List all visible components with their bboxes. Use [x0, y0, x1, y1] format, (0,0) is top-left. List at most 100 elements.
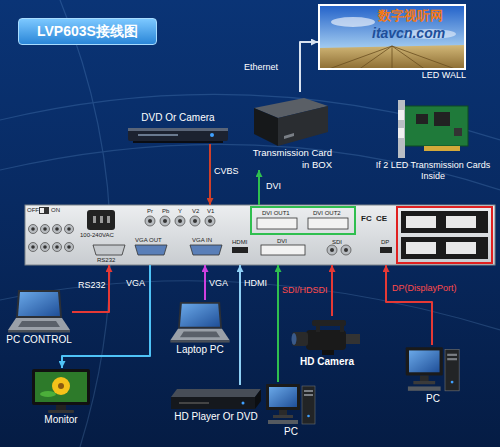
- picture-part: [40, 208, 44, 213]
- device-label: Laptop PC: [168, 344, 232, 356]
- picture-part: [55, 227, 59, 231]
- signal-label: DP(DisplayPort): [392, 283, 457, 294]
- picture-part: [306, 330, 346, 350]
- picture-part: [292, 333, 297, 345]
- device-label: PC: [266, 426, 316, 438]
- transmission-box-picture: [254, 98, 328, 146]
- picture-part: [292, 332, 308, 346]
- picture-slot: [30, 368, 92, 414]
- picture-part: [322, 350, 334, 355]
- port-label: SDI: [332, 239, 342, 246]
- picture-part: [190, 245, 222, 255]
- picture-part: [31, 227, 35, 231]
- device-label: HD Camera: [292, 356, 362, 368]
- picture-part: [32, 369, 90, 405]
- picture-part: [31, 245, 35, 249]
- dvd-player: DVD Or Camera: [128, 112, 228, 144]
- picture-part: [398, 100, 405, 158]
- picture-part: [93, 216, 96, 223]
- connector: [386, 265, 432, 345]
- picture-part: [65, 243, 74, 252]
- device-label: PC: [405, 393, 461, 405]
- picture-part: [341, 245, 351, 255]
- connector: [204, 265, 206, 300]
- picture-part: [40, 391, 56, 397]
- title-tab: LVP603S接线图: [18, 18, 157, 45]
- picture-part: [398, 110, 404, 120]
- pc-picture: [406, 347, 459, 391]
- picture-part: [424, 146, 460, 151]
- picture-part: [454, 128, 462, 136]
- picture-part: [397, 207, 492, 263]
- player-picture: [171, 389, 261, 409]
- device-label: Transmission Card in BOX: [250, 147, 332, 170]
- laptop-picture: [170, 302, 229, 343]
- device-label: DVD Or Camera: [128, 112, 228, 124]
- picture-slot: [171, 385, 261, 411]
- picture-part: [326, 46, 458, 70]
- signal-label: RS232: [78, 280, 106, 291]
- signal-label: CVBS: [214, 166, 239, 177]
- port-label: Y: [178, 208, 182, 215]
- picture-part: [193, 219, 197, 223]
- picture-part: [163, 219, 167, 223]
- picture-part: [67, 245, 71, 249]
- signal-label: VGA: [126, 278, 145, 289]
- transmission-card: If 2 LED Transmission Cards Inside: [372, 98, 494, 182]
- picture-part: [380, 247, 392, 253]
- signal-label: VGA: [209, 278, 228, 289]
- picture-part: [330, 248, 334, 252]
- picture-part: [257, 218, 297, 229]
- picture-part: [48, 410, 74, 413]
- picture-slot: [168, 300, 232, 344]
- signal-label: DVI: [266, 181, 281, 192]
- picture-part: [35, 372, 87, 402]
- picture-part: [316, 324, 320, 332]
- picture-part: [135, 245, 167, 255]
- picture-part: [128, 128, 228, 131]
- picture-part: [25, 205, 495, 265]
- picture-part: [178, 219, 182, 223]
- picture-part: [434, 112, 450, 126]
- monitor-picture: [32, 369, 90, 413]
- device-label: PC CONTROL: [6, 334, 72, 346]
- picture-part: [41, 243, 50, 252]
- picture-part: [284, 133, 294, 139]
- picture-part: [100, 216, 103, 223]
- led-card-picture: [398, 100, 468, 158]
- picture-part: [29, 225, 38, 234]
- port-label: VGA OUT: [135, 237, 162, 244]
- picture-part: [251, 207, 355, 234]
- picture-part: [242, 402, 245, 405]
- picture-part: [261, 245, 305, 255]
- device-label: If 2 LED Transmission Cards Inside: [372, 160, 494, 182]
- port-label: DVI: [277, 238, 287, 245]
- picture-part: [53, 243, 62, 252]
- picture-part: [404, 106, 468, 146]
- picture-part: [93, 245, 125, 255]
- watermark: itavcn.com: [372, 25, 445, 41]
- picture-part: [401, 211, 488, 233]
- picture-part: [43, 227, 47, 231]
- connector: [209, 144, 211, 205]
- picture-part: [190, 216, 200, 226]
- device-label: HD Player Or DVD: [170, 411, 262, 423]
- signal-label: SDI/HDSDI: [282, 285, 328, 296]
- picture-part: [346, 334, 360, 344]
- picture-part: [208, 219, 212, 223]
- port-label: 100-240VAC: [80, 232, 114, 239]
- picture-part: [255, 389, 261, 409]
- monitor: Monitor: [30, 368, 92, 426]
- picture-group: [29, 216, 352, 255]
- picture-part: [56, 405, 66, 410]
- picture-part: [43, 245, 47, 249]
- picture-part: [67, 227, 71, 231]
- picture-part: [128, 128, 228, 141]
- back-panel-picture: [25, 205, 495, 265]
- picture-part: [232, 247, 248, 253]
- signal-label: HDMI: [244, 278, 267, 289]
- picture-part: [318, 45, 466, 70]
- connector: [300, 42, 318, 92]
- laptop-pc: Laptop PC: [168, 300, 232, 356]
